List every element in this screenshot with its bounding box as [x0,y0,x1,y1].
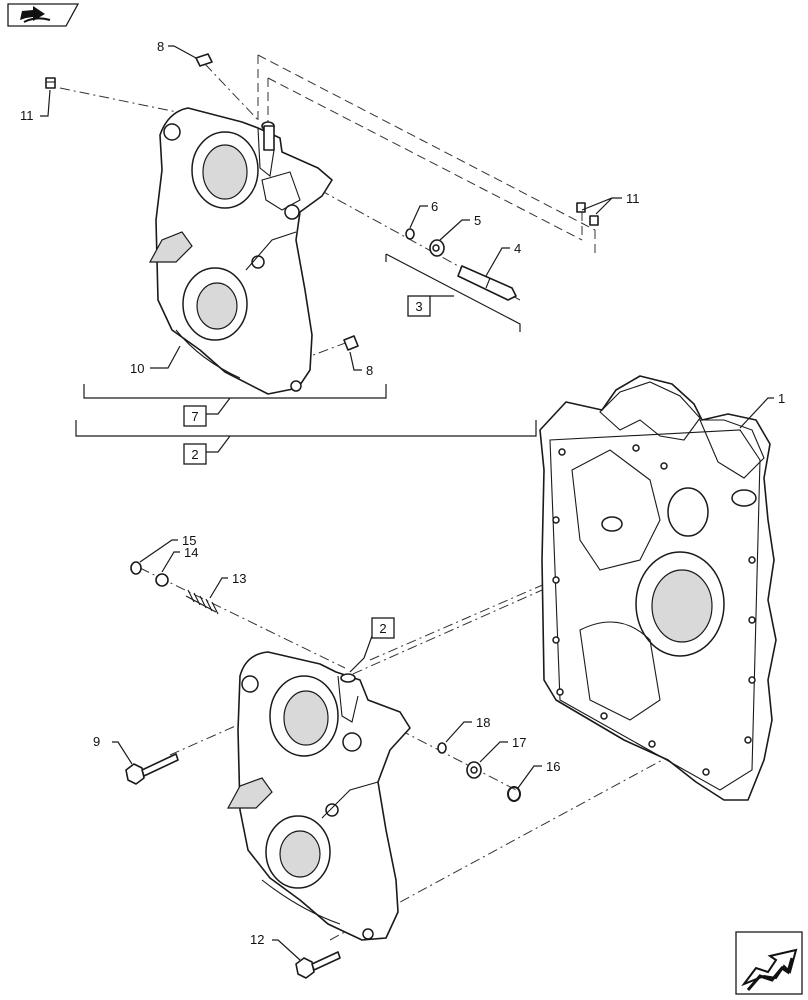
callout-9: 9 [93,734,100,749]
callout-13: 13 [232,571,246,586]
part-2-lower-cover [226,651,411,941]
bushing-17 [466,761,482,779]
callout-14: 14 [184,545,198,560]
callout-12: 12 [250,932,264,947]
small-parts [45,53,599,979]
part-10-upper-cover [148,107,333,395]
dowel-pin-8-mid [343,335,359,351]
kit-label-7: 7 [183,405,207,427]
part-1-main-housing [539,375,777,801]
plug-11-right [576,202,599,226]
callout-18: 18 [476,715,490,730]
callout-10: 10 [130,361,144,376]
kit-3-label: 3 [415,299,422,314]
book-arrow-icon[interactable] [7,3,80,27]
kit-label-3: 3 [407,295,431,317]
plug-11-left [45,77,56,89]
snap-ring-15 [130,561,142,575]
callout-6: 6 [431,199,438,214]
callout-4: 4 [514,241,521,256]
callout-17: 17 [512,735,526,750]
bushing-5 [429,239,445,257]
kit-2-label-mid: 2 [379,621,386,636]
bolt-9 [125,753,179,785]
callout-8-top: 8 [157,39,164,54]
dowel-pin-8-top [195,53,213,67]
callout-5: 5 [474,213,481,228]
kit-7-label: 7 [191,409,198,424]
snap-ring-18 [437,742,447,754]
shaft-4 [457,265,517,301]
callout-16: 16 [546,759,560,774]
washer-14 [155,573,169,587]
callout-11-left: 11 [20,108,34,123]
spring-13 [185,589,219,615]
kit-2-label-top: 2 [191,447,198,462]
callout-8-mid: 8 [366,363,373,378]
callout-11-right: 11 [626,191,640,206]
kit-label-2-mid: 2 [371,617,395,639]
callout-numbers: 8 11 11 6 5 4 10 8 1 15 14 13 9 12 18 17… [20,39,785,947]
bolt-12 [295,951,341,979]
o-ring-16 [507,786,521,802]
snap-ring-6 [405,228,415,240]
leader-lines [40,45,774,961]
callout-1: 1 [778,391,785,406]
callout-15: 15 [182,533,196,548]
kit-label-2-top: 2 [183,443,207,465]
next-page-arrow-icon[interactable] [735,931,803,995]
kit-brackets [75,253,537,453]
